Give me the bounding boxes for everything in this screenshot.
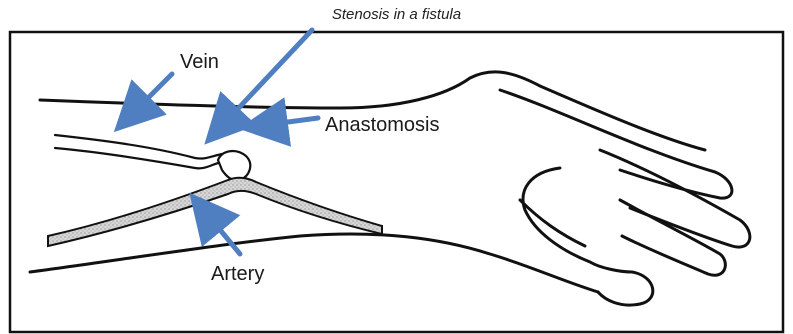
arrow-caption xyxy=(218,30,312,130)
arrow-anastomosis xyxy=(258,118,318,126)
arrow-vein xyxy=(128,74,172,118)
vein-vessel xyxy=(55,135,222,168)
label-artery: Artery xyxy=(211,263,264,285)
label-vein: Vein xyxy=(180,51,219,73)
anastomosis-bulge xyxy=(218,151,250,180)
label-anastomosis: Anastomosis xyxy=(325,114,440,136)
annotation-arrows xyxy=(128,30,318,254)
